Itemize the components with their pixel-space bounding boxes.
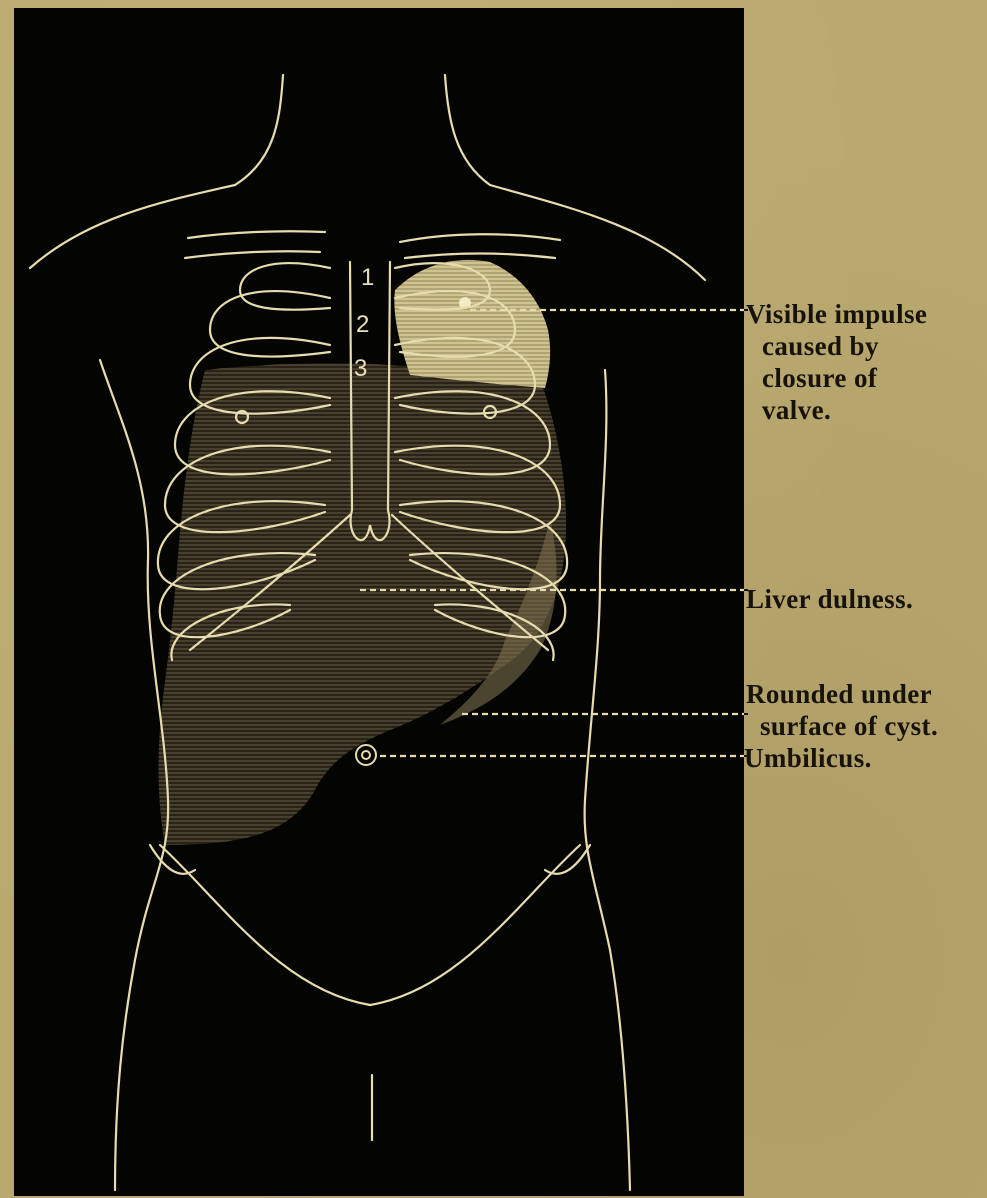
pelvis-line xyxy=(160,845,580,1005)
label-impulse: Visible impulse caused by closure of val… xyxy=(746,298,927,426)
hip-right xyxy=(545,845,590,874)
label-liver-line-1: Liver dulness. xyxy=(746,583,913,615)
clavicle-right xyxy=(400,234,560,242)
label-umbilicus-line-1: Umbilicus. xyxy=(744,742,872,774)
label-cyst: Rounded under surface of cyst. xyxy=(746,678,938,742)
clavicle-left xyxy=(188,231,325,238)
label-impulse-line-2: caused by xyxy=(746,330,927,362)
label-cyst-line-2: surface of cyst. xyxy=(746,710,938,742)
neck-right xyxy=(445,75,490,185)
label-impulse-line-1: Visible impulse xyxy=(746,298,927,330)
neck-left xyxy=(235,75,283,185)
rib-number-2: 2 xyxy=(356,313,369,337)
label-cyst-line-1: Rounded under xyxy=(746,678,938,710)
shoulder-right xyxy=(490,185,705,280)
label-impulse-line-4: valve. xyxy=(746,394,927,426)
impulse-area xyxy=(394,260,550,388)
clavicle-left-lower xyxy=(185,251,320,258)
label-liver: Liver dulness. xyxy=(746,583,913,615)
label-impulse-line-3: closure of xyxy=(746,362,927,394)
label-umbilicus: Umbilicus. xyxy=(744,742,872,774)
clavicle-right-lower xyxy=(405,254,555,259)
rib-number-1: 1 xyxy=(361,266,374,290)
torso-right xyxy=(585,370,630,1190)
hip-left xyxy=(150,845,195,874)
umbilicus-mark xyxy=(356,745,376,765)
torso-left xyxy=(100,360,168,1190)
rib-number-3: 3 xyxy=(354,357,367,381)
dulness-area xyxy=(159,363,567,845)
